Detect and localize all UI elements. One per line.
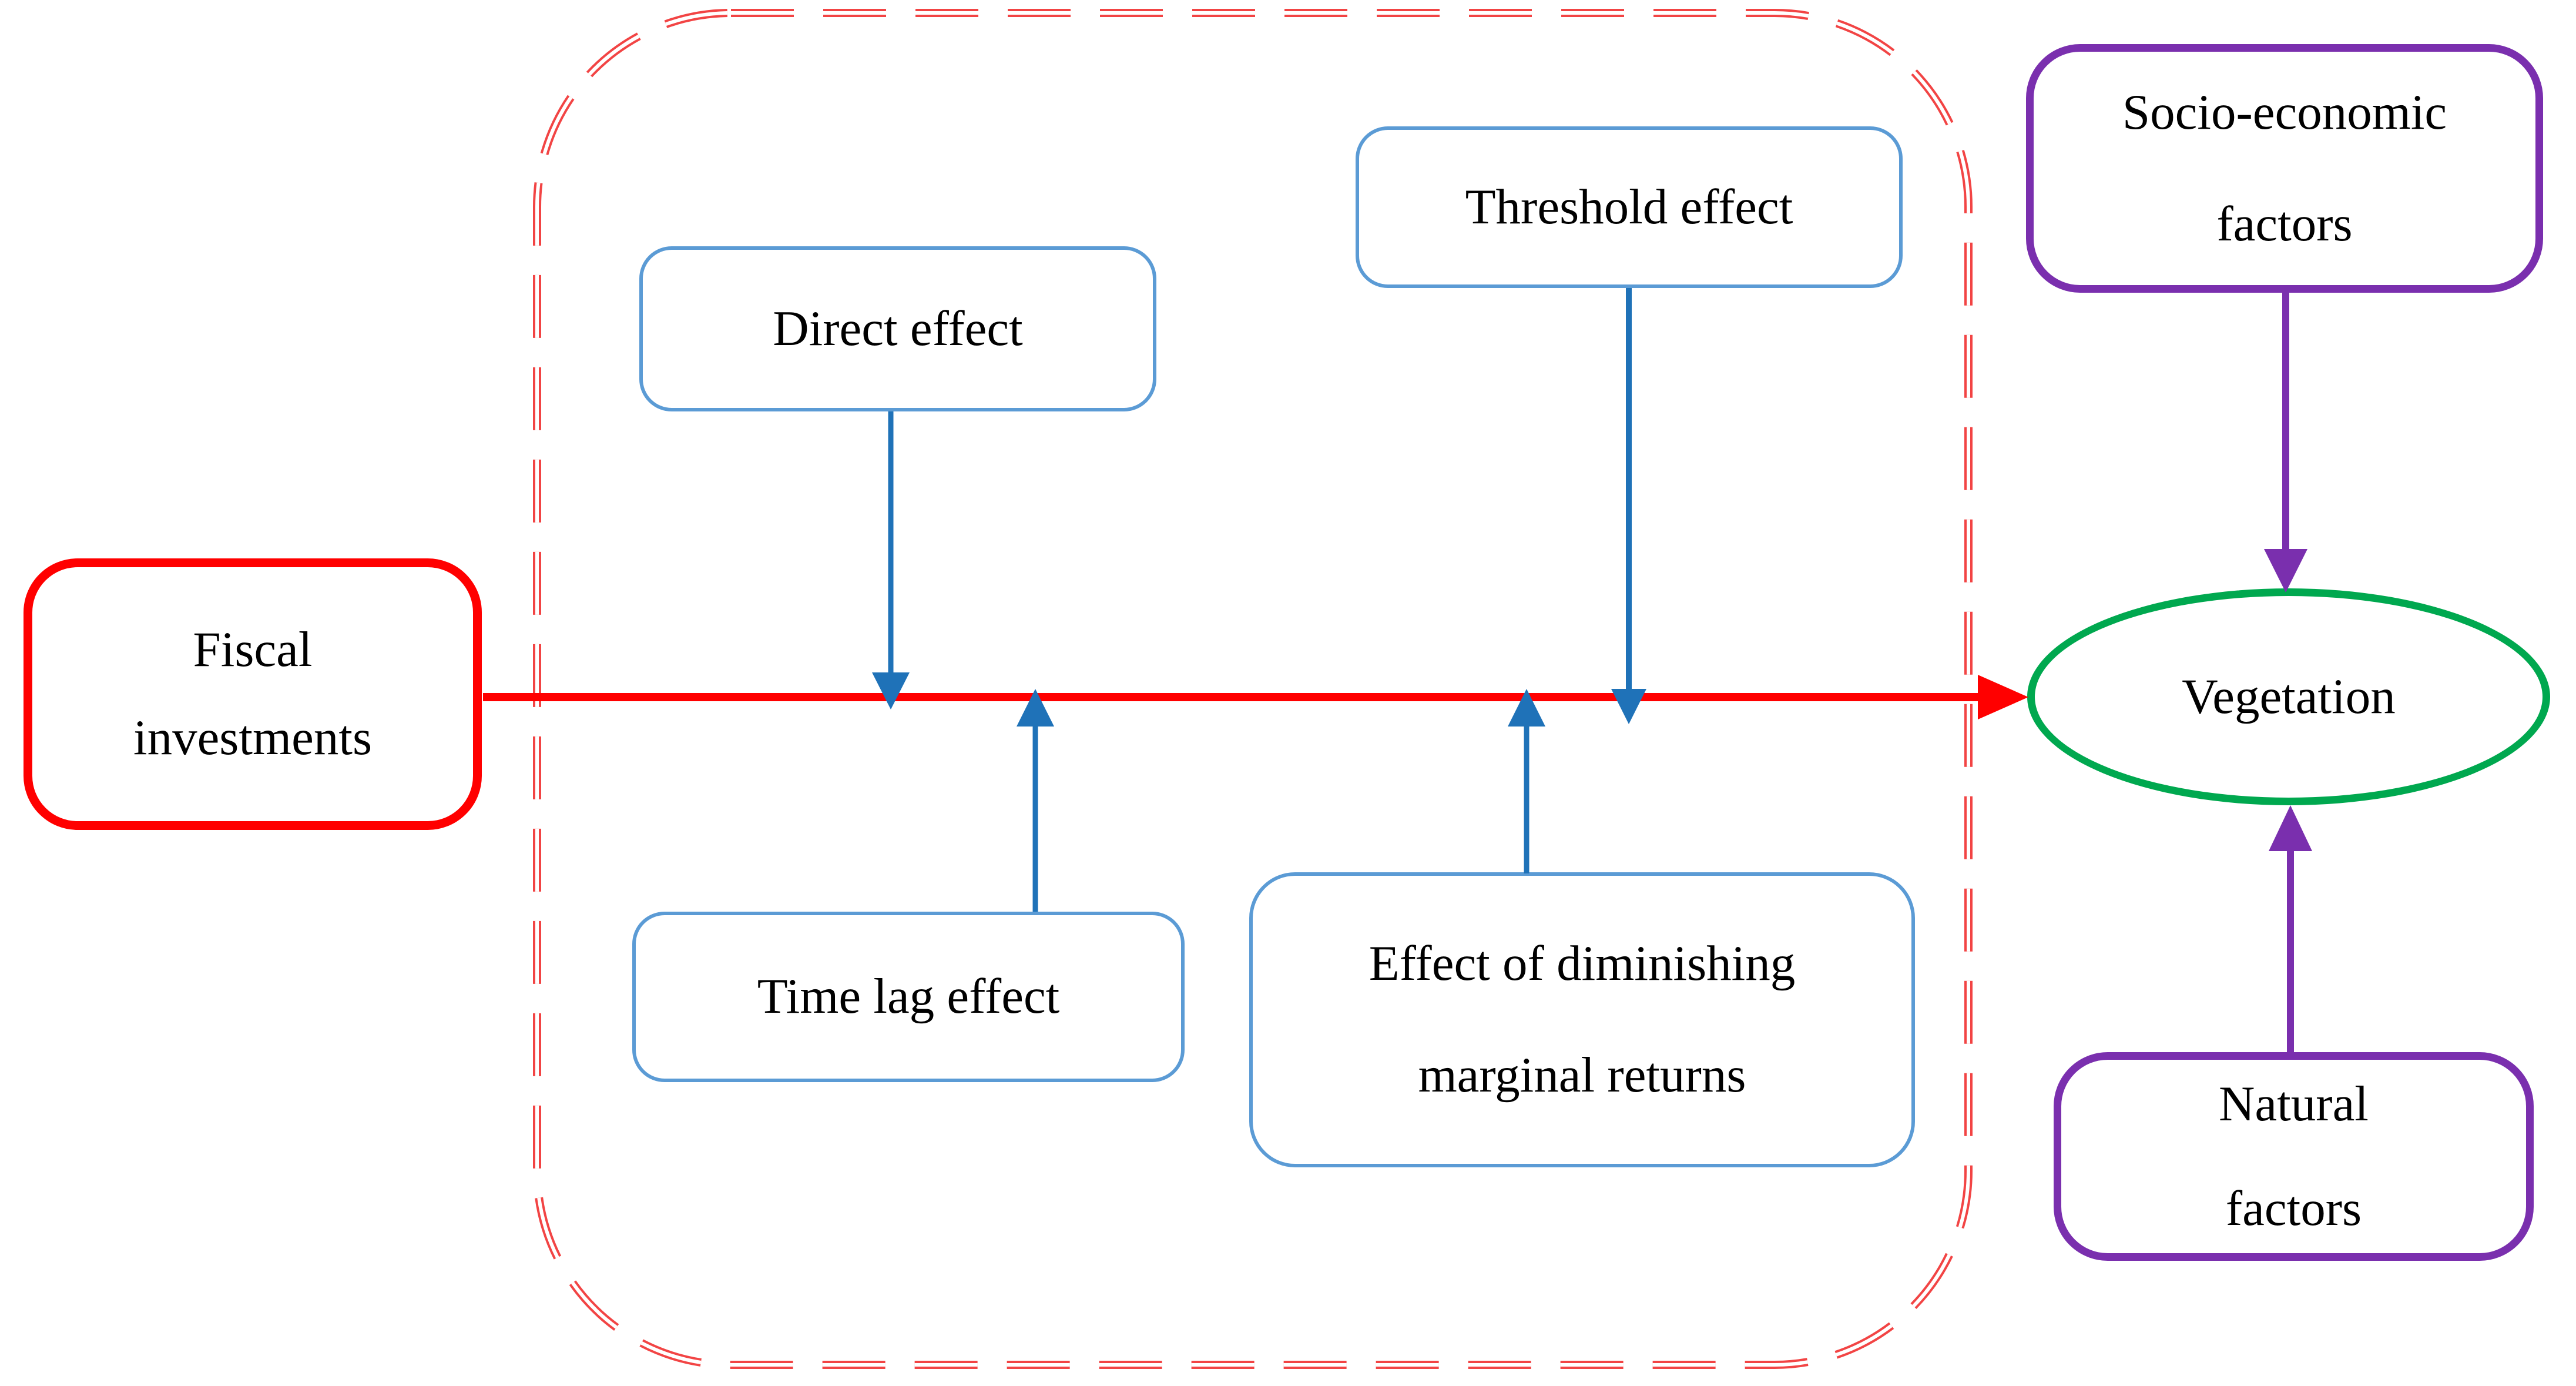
socio-economic-label-line1: Socio-economic [2122,84,2447,140]
threshold-effect-box: Threshold effect [1356,126,1903,288]
natural-factors-label-line2: factors [2225,1180,2362,1236]
socio-economic-factors-box: Socio-economic factors [2026,44,2543,293]
socio-economic-arrowhead [2264,549,2307,592]
fiscal-investments-box: Fiscal investments [24,558,482,830]
direct-effect-label: Direct effect [773,300,1023,356]
direct-effect-arrowhead [872,672,910,709]
fiscal-investments-label-line2: investments [133,710,373,765]
threshold-effect-label: Threshold effect [1465,179,1793,235]
time-lag-effect-box: Time lag effect [632,912,1185,1082]
natural-factors-box: Natural factors [2054,1052,2534,1261]
socio-economic-label-line2: factors [2216,196,2353,252]
vegetation-label: Vegetation [2182,668,2396,724]
threshold-arrowhead [1611,689,1646,724]
diminishing-returns-label-line2: marginal returns [1418,1047,1746,1103]
diminishing-returns-box: Effect of diminishing marginal returns [1249,872,1915,1167]
natural-factors-arrowhead [2269,805,2312,851]
time-lag-effect-label: Time lag effect [757,969,1060,1025]
direct-effect-box: Direct effect [639,246,1156,411]
natural-factors-label-line1: Natural [2219,1076,2369,1131]
time-lag-arrowhead [1017,689,1054,727]
diminishing-returns-label-line1: Effect of diminishing [1368,936,1796,992]
vegetation-ellipse: Vegetation [2027,588,2550,805]
fiscal-investments-label-line1: Fiscal [193,622,313,678]
fiscal-to-vegetation-arrowhead [1978,675,2028,719]
diminishing-returns-arrowhead [1508,689,1545,727]
